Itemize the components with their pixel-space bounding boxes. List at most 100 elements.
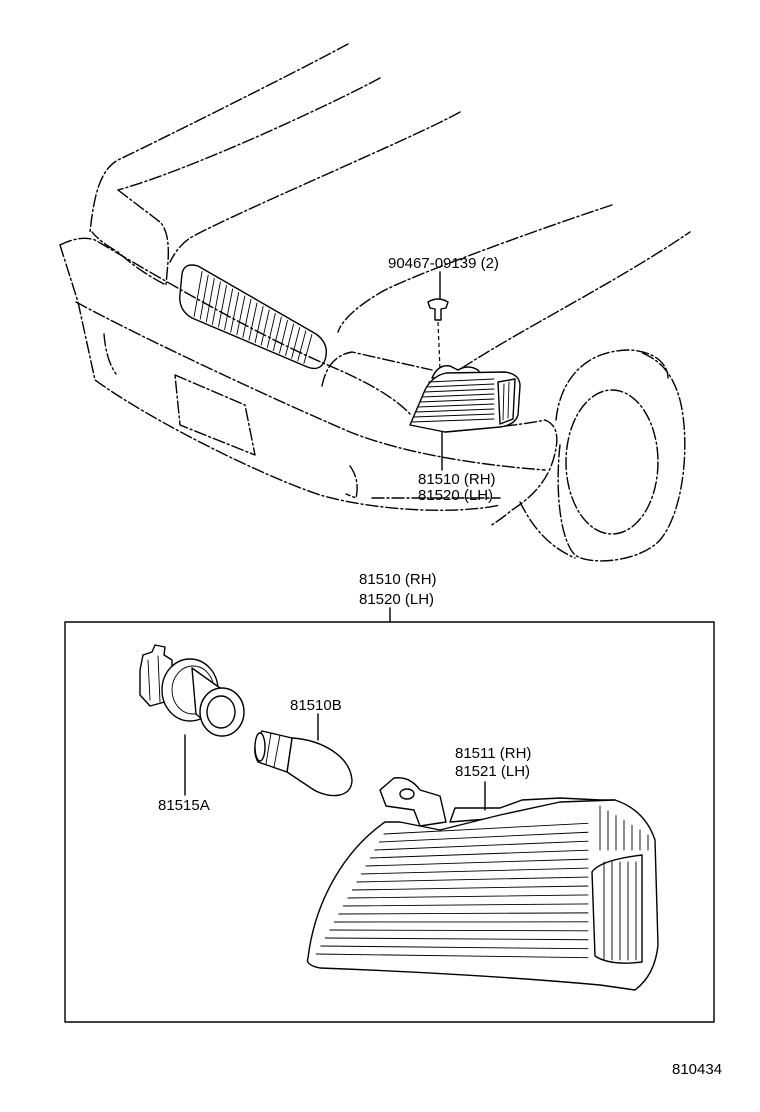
lens-rib: [360, 867, 589, 875]
headlight: [91, 189, 170, 286]
lens-rib: [369, 849, 589, 859]
side-marker-window: [591, 854, 643, 964]
hood-center-crease: [169, 111, 461, 263]
callout-lamp-top-lh: 81520 (LH): [418, 487, 493, 504]
grille-slat: [254, 306, 264, 344]
lamp-rib: [411, 418, 495, 423]
lamp-side-marker-small: [497, 378, 516, 425]
grille-slat: [266, 313, 276, 349]
grille-slat: [303, 334, 313, 364]
lamp-lens-small: [409, 371, 521, 433]
callout-bulb: 81510B: [290, 697, 342, 714]
windshield-edge: [89, 43, 349, 233]
lens-ribs: [315, 805, 649, 959]
tire: [557, 351, 686, 562]
lower-bracket: [345, 465, 358, 499]
lens-rib: [320, 945, 589, 950]
lens-rib: [378, 831, 589, 843]
grille-slat: [193, 271, 203, 318]
bulb: [254, 730, 353, 797]
grille-slat: [205, 278, 215, 323]
bumper-lower: [59, 244, 501, 511]
bulb-contact: [254, 732, 266, 762]
lamp-marker-rib: [502, 381, 510, 421]
lamp-rib: [417, 403, 495, 408]
side-marker-ribs: [603, 861, 637, 961]
grille-slat: [230, 292, 240, 333]
hood-front-edge: [321, 351, 433, 387]
bumper-middle: [75, 301, 546, 471]
lamp-rib: [419, 398, 495, 403]
callout-socket: 81515A: [158, 797, 210, 814]
bulb-glass: [286, 737, 353, 797]
lens-rib: [342, 903, 589, 907]
lamp-rib: [425, 383, 495, 388]
lens-rib: [315, 953, 589, 959]
grille-outline: [179, 264, 328, 370]
lens-rib: [383, 822, 589, 835]
lower-vent: [103, 333, 117, 375]
wheel-rim: [565, 389, 659, 535]
front-grille: [179, 264, 328, 370]
bumper-corner: [444, 419, 558, 527]
grille-slat: [279, 320, 288, 354]
grille-slat: [242, 299, 252, 338]
lamp-rib: [413, 413, 495, 418]
fender-crease: [461, 231, 691, 369]
lens-mount-bracket: [379, 777, 447, 827]
bulb-socket: [139, 644, 245, 737]
callout-lens-rh: 81511 (RH): [455, 745, 531, 762]
grille-slat: [248, 302, 258, 341]
callout-fastener: 90467-09139 (2): [388, 255, 499, 272]
callout-assy-lh: 81520 (LH): [359, 591, 434, 608]
lamp-rib: [427, 378, 495, 383]
lamp-lens-ribs: [411, 378, 495, 423]
callout-lamp-top-rh: 81510 (RH): [418, 471, 496, 488]
grille-slat: [211, 281, 221, 325]
grille-slat: [260, 309, 270, 346]
lens-rib: [374, 840, 589, 851]
lens-outline: [306, 799, 659, 991]
grille-slat: [297, 330, 307, 362]
rocker-line: [519, 501, 576, 559]
lamp-rib: [423, 388, 495, 393]
socket-bore: [206, 695, 236, 729]
diagram-number: 810434: [672, 1061, 722, 1078]
lens-rib: [338, 912, 589, 915]
grille-slat: [285, 323, 295, 357]
grille-slat: [236, 295, 246, 336]
license-plate: [174, 374, 256, 456]
lens-rib: [365, 858, 589, 867]
grille-slats: [193, 271, 313, 364]
hood-right-edge: [337, 204, 613, 333]
lens-rib: [347, 894, 589, 899]
corner-lamp-installed: [409, 365, 521, 433]
lamp-rib: [415, 408, 495, 413]
lens-rib: [356, 876, 589, 883]
clip-install-path: [437, 321, 441, 371]
grille-slat: [291, 327, 301, 359]
wheel-arch: [555, 349, 669, 421]
lens-rib: [329, 929, 589, 932]
clip-icon: [427, 298, 449, 321]
lamp-rib: [421, 393, 495, 398]
bracket-hole: [399, 788, 415, 800]
callout-assy-rh: 81510 (RH): [359, 571, 437, 588]
grille-slat: [224, 288, 234, 331]
lamp-lens: [306, 777, 659, 991]
grille-slat: [199, 274, 209, 320]
bulb-base-rings: [265, 732, 281, 768]
clip-fastener: [427, 298, 449, 371]
lens-rib: [324, 937, 589, 941]
callout-lens-lh: 81521 (LH): [455, 763, 530, 780]
lens-rib: [351, 885, 589, 891]
bumper-upper: [59, 237, 411, 415]
assembly-frame: [64, 621, 715, 1023]
grille-slat: [272, 316, 282, 351]
car-body-outline: [59, 43, 691, 562]
grille-slat: [218, 285, 227, 328]
hood-left-edge: [117, 77, 381, 191]
socket-terminal-detail: [147, 655, 161, 703]
